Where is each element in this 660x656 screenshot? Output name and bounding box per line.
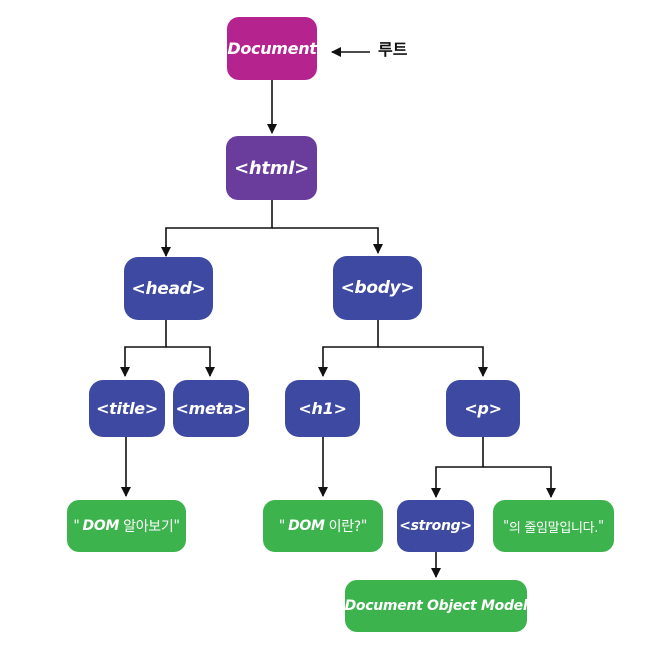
strong-text-em: Document Object Model <box>344 598 528 614</box>
title-text-close-quote: " <box>173 518 180 534</box>
h1-text-em: DOM <box>288 518 325 534</box>
edge-head-branch <box>120 320 167 377</box>
p-node: <p> <box>446 380 520 437</box>
edge-p-strong <box>431 437 484 498</box>
title-node: <title> <box>89 380 165 437</box>
edge-p-text <box>483 466 556 498</box>
p-text-close-quote: " <box>598 518 604 534</box>
h1-node-label: <h1> <box>298 399 347 418</box>
h1-text-close-quote: " <box>360 518 368 534</box>
p-text-plain: 의 줄임말입니다. <box>508 520 599 536</box>
title-text-em: DOM <box>82 518 120 534</box>
h1-text-plain: 이란? <box>328 519 362 535</box>
edge-body-h1 <box>318 320 379 377</box>
title-text-open-quote: " <box>73 518 80 534</box>
body-node-label: <body> <box>340 278 415 298</box>
meta-node-label: <meta> <box>175 399 247 418</box>
head-node-label: <head> <box>131 278 206 299</box>
html-node: <html> <box>226 136 317 200</box>
strong-node: <strong> <box>397 500 474 552</box>
strong-node-label: <strong> <box>399 518 472 534</box>
title-text-plain: 알아보기 <box>123 519 174 535</box>
p-node-label: <p> <box>464 399 502 418</box>
root-label: 루트 <box>378 40 408 59</box>
body-node: <body> <box>333 256 422 320</box>
strong-text-open-quote: “ <box>332 595 342 617</box>
edge-head-meta <box>166 346 215 377</box>
h1-node: <h1> <box>285 380 360 437</box>
title-text-node: " DOM 알아보기 " <box>67 500 186 552</box>
document-node-label: Document <box>227 39 317 58</box>
head-node: <head> <box>124 257 213 320</box>
p-text-node: " 의 줄임말입니다. " <box>493 500 614 552</box>
meta-node: <meta> <box>173 380 249 437</box>
h1-text-node: " DOM 이란? " <box>263 500 383 552</box>
title-node-label: <title> <box>96 399 158 418</box>
strong-text-node: “ Document Object Model ” <box>333 580 540 632</box>
strong-text-close-quote: ” <box>530 595 540 617</box>
h1-text-open-quote: " <box>278 518 286 534</box>
document-node: Document <box>227 17 317 80</box>
edge-html-branch <box>165 200 273 253</box>
edge-html-body <box>272 227 383 254</box>
edge-body-p <box>378 346 488 377</box>
p-text-open-quote: " <box>503 518 509 534</box>
html-node-label: <html> <box>234 157 309 179</box>
